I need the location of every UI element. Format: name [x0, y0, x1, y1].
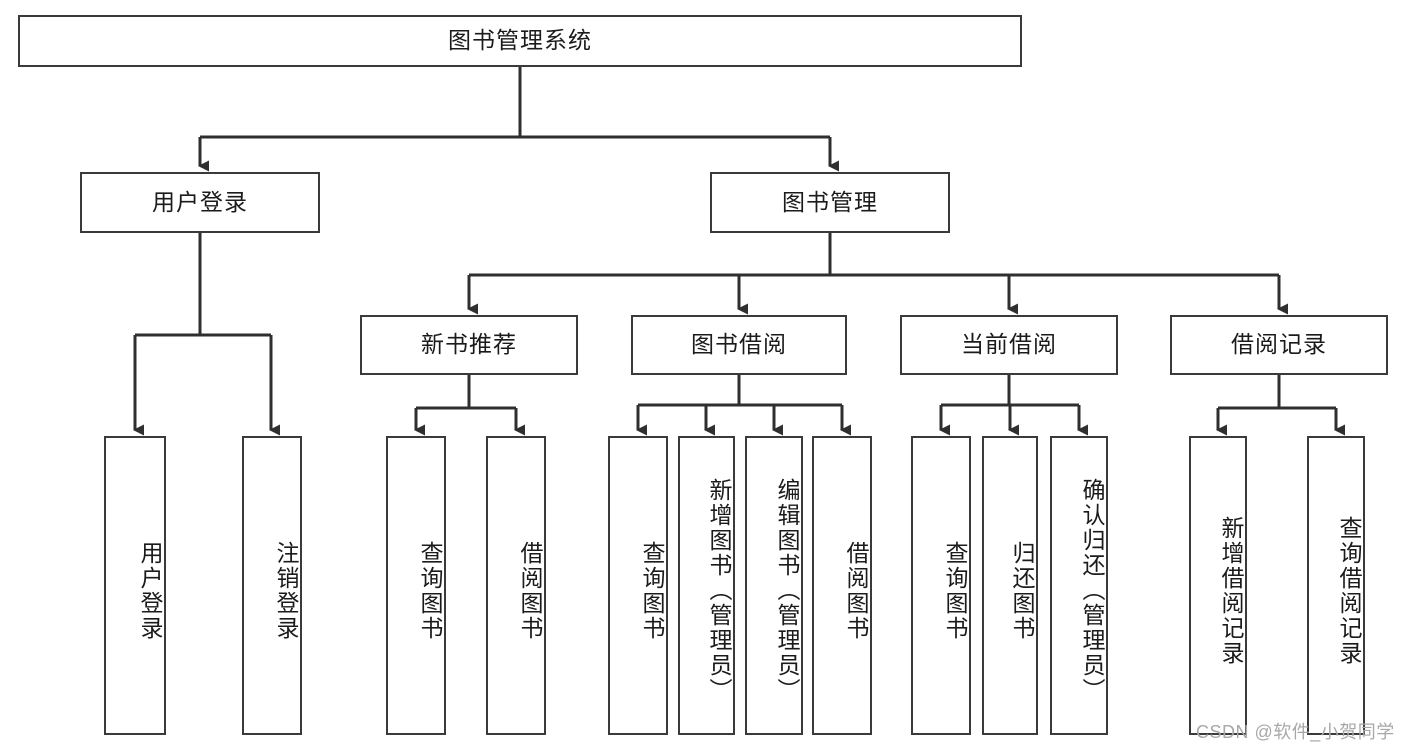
leaf-logout[interactable]: 注销登录 [242, 436, 302, 735]
leaf-user-login-label: 用户登录 [137, 540, 163, 641]
node-user-login-label: 用户登录 [152, 188, 248, 215]
node-current-borrow-label: 当前借阅 [961, 331, 1057, 358]
node-borrow-record-label: 借阅记录 [1231, 331, 1327, 358]
leaf-add-borrow-record[interactable]: 新增借阅记录 [1189, 436, 1247, 735]
leaf-borrow-book-nbr-label: 借阅图书 [517, 540, 543, 641]
node-user-login[interactable]: 用户登录 [80, 172, 320, 233]
node-new-book-recommend[interactable]: 新书推荐 [360, 315, 578, 375]
csdn-watermark: CSDN @软件_小贺同学 [1196, 722, 1395, 742]
leaf-query-book-bb-label: 查询图书 [639, 540, 665, 641]
leaf-return-book[interactable]: 归还图书 [982, 436, 1038, 735]
leaf-borrow-book-nbr[interactable]: 借阅图书 [486, 436, 546, 735]
leaf-borrow-book-bb[interactable]: 借阅图书 [812, 436, 872, 735]
leaf-confirm-return-admin-label: 确认归还（管理员） [1079, 478, 1105, 703]
leaf-query-borrow-record[interactable]: 查询借阅记录 [1307, 436, 1365, 735]
node-new-book-recommend-label: 新书推荐 [421, 331, 517, 358]
leaf-add-book-admin-label: 新增图书（管理员） [706, 478, 732, 703]
leaf-add-book-admin[interactable]: 新增图书（管理员） [678, 436, 735, 735]
node-current-borrow[interactable]: 当前借阅 [900, 315, 1118, 375]
leaf-confirm-return-admin[interactable]: 确认归还（管理员） [1050, 436, 1108, 735]
node-root-label: 图书管理系统 [448, 27, 592, 54]
leaf-query-book-cb-label: 查询图书 [942, 540, 968, 641]
node-book-management-label: 图书管理 [782, 188, 878, 215]
node-root[interactable]: 图书管理系统 [18, 15, 1022, 67]
leaf-edit-book-admin-label: 编辑图书（管理员） [774, 478, 800, 703]
node-book-borrow-label: 图书借阅 [691, 331, 787, 358]
node-borrow-record[interactable]: 借阅记录 [1170, 315, 1388, 375]
leaf-user-login[interactable]: 用户登录 [104, 436, 166, 735]
leaf-query-book-cb[interactable]: 查询图书 [911, 436, 971, 735]
node-book-management[interactable]: 图书管理 [710, 172, 950, 233]
leaf-borrow-book-bb-label: 借阅图书 [843, 540, 869, 641]
leaf-query-book-nbr[interactable]: 查询图书 [386, 436, 446, 735]
leaf-query-book-bb[interactable]: 查询图书 [608, 436, 668, 735]
leaf-edit-book-admin[interactable]: 编辑图书（管理员） [745, 436, 803, 735]
leaf-query-book-nbr-label: 查询图书 [417, 540, 443, 641]
leaf-return-book-label: 归还图书 [1009, 540, 1035, 641]
node-book-borrow[interactable]: 图书借阅 [631, 315, 847, 375]
leaf-logout-label: 注销登录 [273, 540, 299, 641]
leaf-query-borrow-record-label: 查询借阅记录 [1336, 515, 1362, 666]
leaf-add-borrow-record-label: 新增借阅记录 [1218, 515, 1244, 666]
